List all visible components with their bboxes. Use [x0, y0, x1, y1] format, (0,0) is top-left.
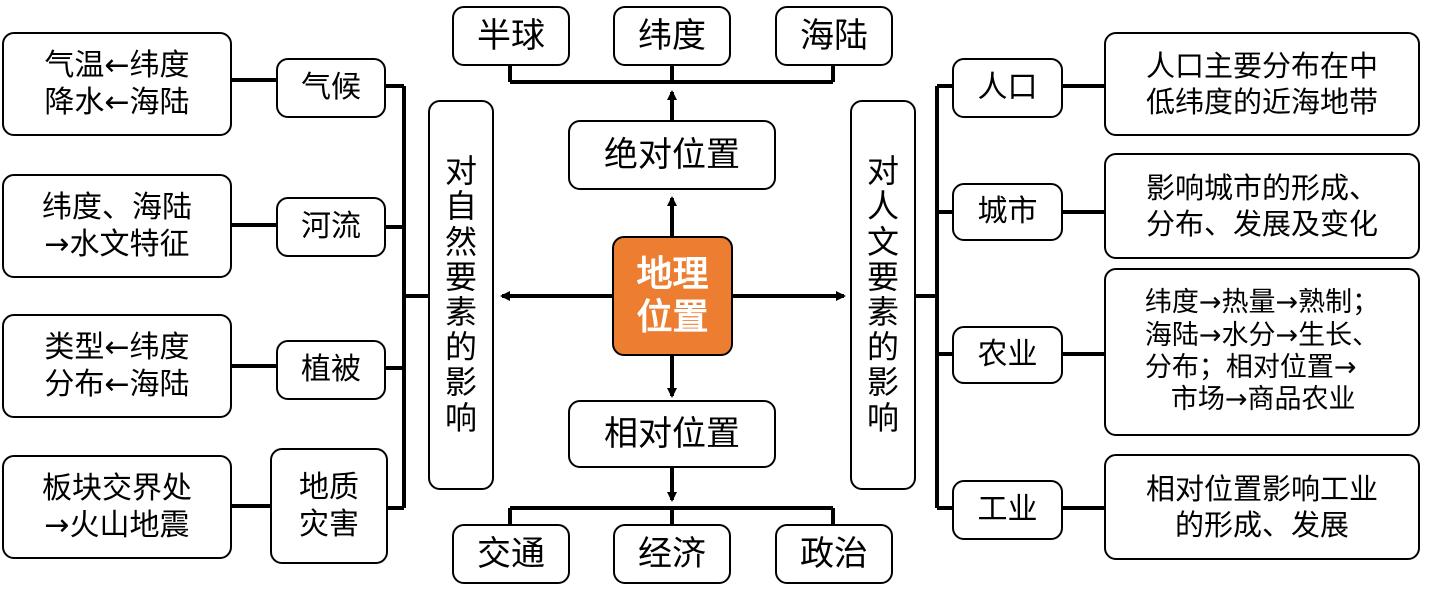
- population-detail: 人口主要分布在中 低纬度的近海地带: [1104, 32, 1420, 136]
- detail-line: →火山地震: [44, 508, 190, 543]
- center-geo-location: 地理 位置: [612, 236, 733, 356]
- natural-heading-char: 素: [444, 293, 477, 331]
- center-line-2: 位置: [636, 297, 709, 338]
- detail-line: 低纬度的近海地带: [1145, 85, 1378, 119]
- natural-heading-char: 响: [444, 398, 477, 437]
- detail-line: 海陆→水分→生长、: [1144, 319, 1380, 351]
- detail-line: 降水←海陆: [44, 85, 190, 120]
- detail-line: 板块交界处: [42, 470, 192, 506]
- center-line-1: 地理: [636, 253, 709, 295]
- detail-line: 类型←纬度: [44, 329, 190, 365]
- factor-land-sea: 海陆: [775, 6, 893, 66]
- detail-line: 相对位置影响工业: [1145, 471, 1378, 506]
- natural-heading-char: 然: [444, 222, 477, 261]
- natural-heading-char: 要: [444, 257, 477, 296]
- human-heading-char: 人: [866, 187, 899, 226]
- natural-heading-char: 的: [444, 328, 477, 367]
- river-detail: 纬度、海陆 →水文特征: [2, 174, 232, 278]
- detail-line: 市场→商品农业: [1170, 384, 1356, 416]
- human-heading-char: 素: [866, 293, 899, 331]
- factor-hemisphere: 半球: [452, 6, 570, 66]
- geohazard-detail: 板块交界处 →火山地震: [2, 455, 232, 559]
- human-heading-char: 对: [866, 152, 899, 191]
- city-detail: 影响城市的形成、 分布、发展及变化: [1104, 153, 1420, 259]
- factor-transport: 交通: [452, 524, 570, 584]
- human-heading-char: 的: [866, 328, 899, 367]
- geohazard-line-1: 地质: [299, 469, 359, 505]
- human-element-city: 城市: [952, 183, 1063, 241]
- human-heading-char: 响: [866, 398, 899, 437]
- natural-element-geohazard: 地质 灾害: [270, 448, 388, 564]
- human-element-industry: 工业: [952, 480, 1063, 540]
- industry-detail: 相对位置影响工业 的形成、发展: [1104, 454, 1420, 560]
- detail-line: 分布；相对位置→: [1144, 352, 1357, 383]
- detail-line: 人口主要分布在中: [1145, 48, 1378, 83]
- human-element-agriculture: 农业: [952, 326, 1063, 384]
- vegetation-detail: 类型←纬度 分布←海陆: [2, 314, 232, 418]
- detail-line: 纬度、海陆: [42, 189, 192, 225]
- human-element-population: 人口: [952, 58, 1063, 118]
- relative-position-box: 相对位置: [568, 400, 776, 468]
- detail-line: 影响城市的形成、: [1145, 170, 1378, 205]
- detail-line: →水文特征: [44, 227, 190, 262]
- factor-economy: 经济: [613, 524, 731, 584]
- human-heading-char: 要: [866, 257, 899, 296]
- natural-heading-char: 对: [444, 152, 477, 191]
- factor-politics: 政治: [775, 524, 893, 584]
- natural-element-vegetation: 植被: [276, 340, 386, 400]
- human-heading-char: 文: [866, 222, 899, 261]
- natural-element-river: 河流: [276, 197, 386, 257]
- human-heading: 对 人 文 要 素 的 影 响: [850, 100, 916, 490]
- natural-heading: 对 自 然 要 素 的 影 响: [428, 100, 494, 490]
- human-heading-char: 影: [866, 363, 899, 402]
- geohazard-line-2: 灾害: [299, 507, 359, 542]
- detail-line: 气温←纬度: [44, 47, 190, 83]
- absolute-position-box: 绝对位置: [568, 120, 776, 190]
- agriculture-detail: 纬度→热量→熟制； 海陆→水分→生长、 分布；相对位置→ 市场→商品农业: [1104, 268, 1420, 436]
- detail-line: 纬度→热量→熟制；: [1144, 287, 1380, 319]
- natural-heading-char: 自: [444, 187, 477, 226]
- natural-heading-char: 影: [444, 363, 477, 402]
- detail-line: 分布、发展及变化: [1145, 207, 1378, 241]
- natural-element-climate: 气候: [276, 58, 386, 118]
- detail-line: 的形成、发展: [1174, 508, 1349, 542]
- detail-line: 分布←海陆: [44, 367, 190, 402]
- climate-detail: 气温←纬度 降水←海陆: [2, 32, 232, 136]
- factor-latitude: 纬度: [613, 6, 731, 66]
